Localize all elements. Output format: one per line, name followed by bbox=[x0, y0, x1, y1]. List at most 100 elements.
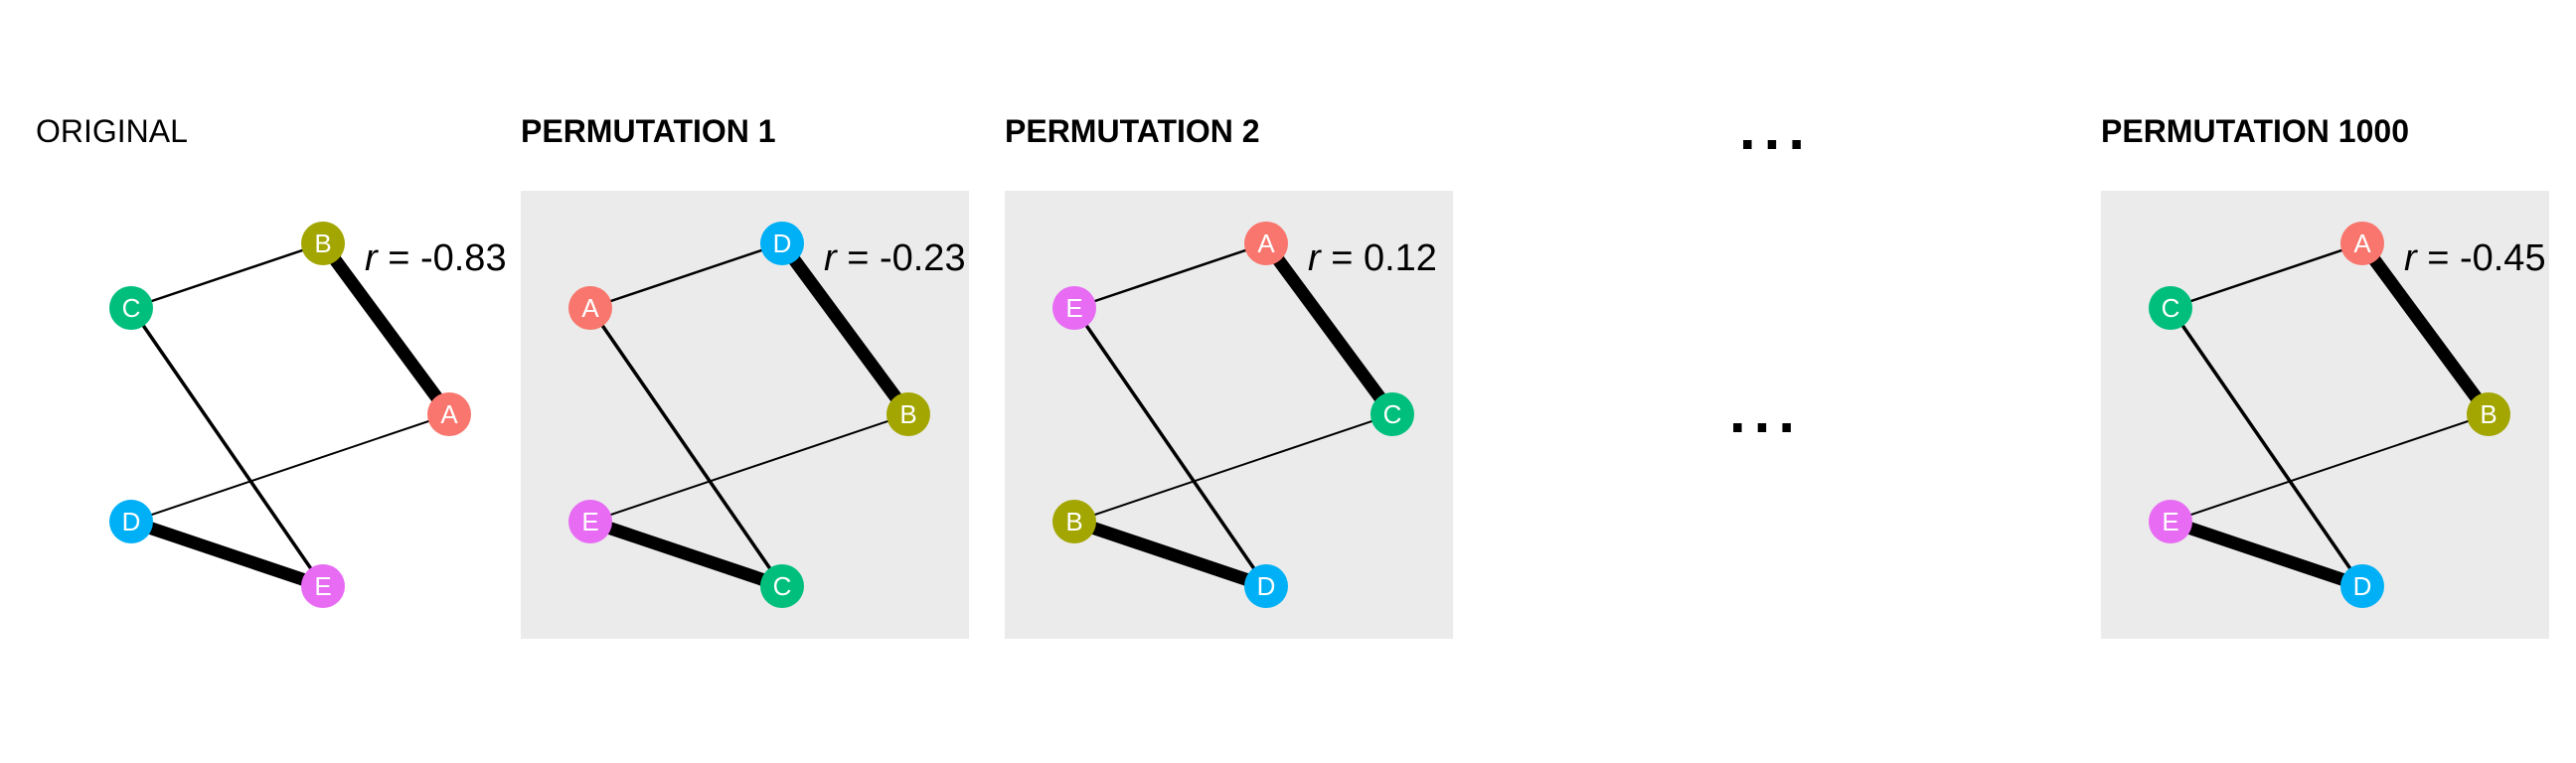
edge-a-c bbox=[588, 307, 784, 587]
node-a: A bbox=[2340, 222, 2384, 265]
node-e: E bbox=[301, 564, 345, 608]
correlation-label: r = -0.45 bbox=[2404, 237, 2546, 279]
node-circle-c bbox=[2149, 286, 2192, 330]
node-label-c: C bbox=[2162, 293, 2180, 323]
node-label-a: A bbox=[440, 399, 458, 429]
edge-d-b bbox=[776, 239, 914, 418]
node-label-c: C bbox=[1383, 399, 1402, 429]
node-circle-b bbox=[886, 392, 930, 436]
node-label-c: C bbox=[122, 293, 141, 323]
edge-a-b bbox=[2356, 239, 2495, 418]
edge-c-b bbox=[1073, 413, 1393, 523]
node-circle-d bbox=[109, 500, 153, 543]
ellipsis-title: ... bbox=[1739, 95, 1814, 162]
correlation-value: = 0.12 bbox=[1321, 237, 1437, 279]
node-label-e: E bbox=[581, 507, 598, 536]
correlation-symbol: r bbox=[365, 237, 379, 279]
node-circle-d bbox=[1244, 564, 1288, 608]
correlation-symbol: r bbox=[2404, 237, 2418, 279]
edge-b-a bbox=[317, 239, 455, 418]
node-circle-e bbox=[1052, 286, 1096, 330]
edge-b-e bbox=[589, 413, 909, 523]
edge-c-d bbox=[2169, 307, 2364, 587]
node-circle-e bbox=[2149, 500, 2192, 543]
correlation-value: = -0.45 bbox=[2417, 237, 2546, 279]
node-b: B bbox=[886, 392, 930, 436]
edge-e-d bbox=[2168, 515, 2365, 593]
edge-b-e bbox=[2170, 413, 2490, 523]
node-circle-e bbox=[568, 500, 612, 543]
node-label-d: D bbox=[2353, 571, 2372, 601]
edge-e-c bbox=[587, 515, 785, 593]
node-d: D bbox=[109, 500, 153, 543]
panel-title-original: ORIGINAL bbox=[36, 113, 188, 149]
node-b: B bbox=[1052, 500, 1096, 543]
node-label-b: B bbox=[1065, 507, 1082, 536]
node-e: E bbox=[2149, 500, 2192, 543]
node-circle-b bbox=[301, 222, 345, 265]
correlation-symbol: r bbox=[824, 237, 838, 279]
edge-d-a bbox=[589, 241, 783, 310]
node-label-e: E bbox=[2162, 507, 2178, 536]
node-label-b: B bbox=[314, 229, 331, 258]
edge-a-e bbox=[1073, 241, 1267, 310]
node-circle-b bbox=[1052, 500, 1096, 543]
network-graph-original: B C A D Er = -0.83 bbox=[109, 222, 507, 608]
edge-c-e bbox=[129, 307, 325, 587]
correlation-value: = -0.23 bbox=[837, 237, 966, 279]
node-label-e: E bbox=[1065, 293, 1082, 323]
node-circle-a bbox=[568, 286, 612, 330]
edge-d-e bbox=[128, 515, 326, 593]
node-b: B bbox=[301, 222, 345, 265]
node-circle-e bbox=[301, 564, 345, 608]
node-c: C bbox=[1370, 392, 1414, 436]
node-label-b: B bbox=[2480, 399, 2496, 429]
node-label-d: D bbox=[1257, 571, 1276, 601]
node-label-d: D bbox=[122, 507, 141, 536]
node-circle-c bbox=[760, 564, 804, 608]
node-b: B bbox=[2467, 392, 2510, 436]
edge-e-d bbox=[1072, 307, 1268, 587]
edge-a-c bbox=[2170, 241, 2363, 310]
panel-title-permutation-1: PERMUTATION 1 bbox=[521, 113, 776, 149]
node-c: C bbox=[760, 564, 804, 608]
node-d: D bbox=[760, 222, 804, 265]
node-e: E bbox=[1052, 286, 1096, 330]
node-c: C bbox=[2149, 286, 2192, 330]
correlation-symbol: r bbox=[1308, 237, 1322, 279]
edge-b-c bbox=[130, 241, 324, 310]
node-label-a: A bbox=[1257, 229, 1275, 258]
node-a: A bbox=[568, 286, 612, 330]
node-label-c: C bbox=[773, 571, 792, 601]
panel-title-permutation-1000: PERMUTATION 1000 bbox=[2101, 113, 2409, 149]
correlation-label: r = 0.12 bbox=[1308, 237, 1437, 279]
node-circle-a bbox=[2340, 222, 2384, 265]
node-e: E bbox=[568, 500, 612, 543]
node-circle-a bbox=[1244, 222, 1288, 265]
node-d: D bbox=[2340, 564, 2384, 608]
node-label-a: A bbox=[581, 293, 599, 323]
node-circle-d bbox=[2340, 564, 2384, 608]
panel-title-permutation-2: PERMUTATION 2 bbox=[1005, 113, 1260, 149]
ellipsis-middle: ... bbox=[1729, 379, 1804, 445]
node-label-a: A bbox=[2353, 229, 2371, 258]
node-circle-a bbox=[427, 392, 471, 436]
node-d: D bbox=[1244, 564, 1288, 608]
edge-a-c bbox=[1260, 239, 1398, 418]
node-label-e: E bbox=[314, 571, 331, 601]
node-a: A bbox=[427, 392, 471, 436]
node-a: A bbox=[1244, 222, 1288, 265]
node-c: C bbox=[109, 286, 153, 330]
edge-b-d bbox=[1071, 515, 1269, 593]
node-label-d: D bbox=[773, 229, 792, 258]
edge-a-d bbox=[130, 413, 450, 523]
node-circle-d bbox=[760, 222, 804, 265]
correlation-label: r = -0.23 bbox=[824, 237, 966, 279]
node-circle-c bbox=[109, 286, 153, 330]
node-circle-c bbox=[1370, 392, 1414, 436]
correlation-value: = -0.83 bbox=[378, 237, 507, 279]
